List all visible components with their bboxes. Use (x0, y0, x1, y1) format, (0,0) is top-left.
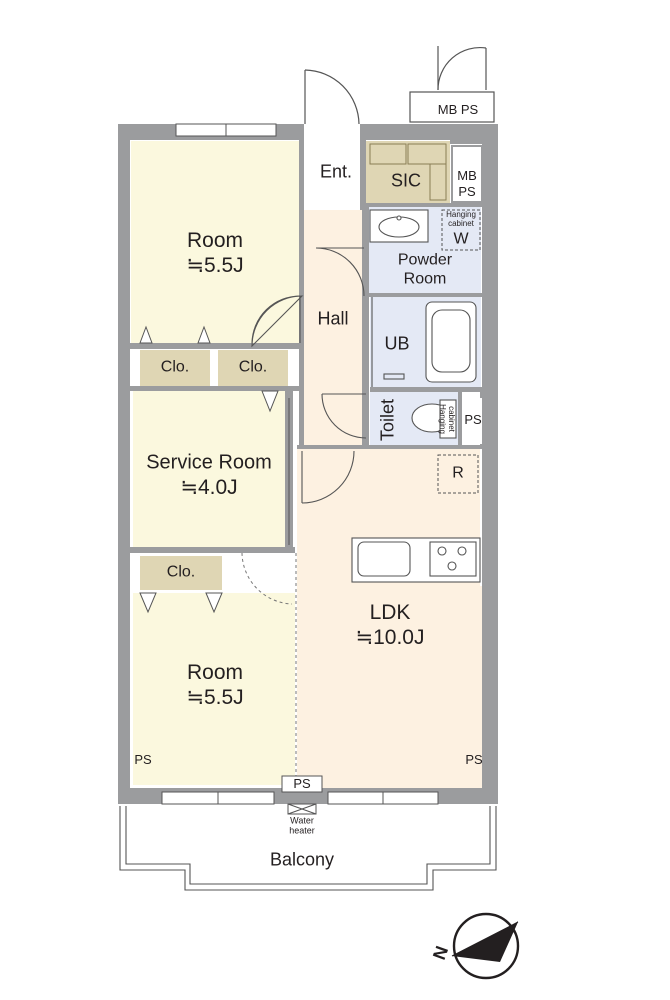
washer-space (441, 209, 481, 251)
closet-2-label: Clo. (238, 358, 268, 376)
closet-doors (139, 325, 290, 614)
ldk-area: ≒10.0J (355, 625, 425, 649)
closet-1-floor (140, 350, 210, 386)
outer-mbps (409, 46, 495, 123)
toilet-label: Toilet (377, 398, 398, 442)
service-room-floor (133, 391, 285, 547)
ps-toilet-label: PS (464, 412, 482, 428)
balcony-outline (119, 806, 497, 891)
water-heater-line2: heater (289, 825, 315, 836)
room-nw-area: ≒5.5J (186, 253, 244, 277)
hanging-cabinet-powder-line2: cabinet (448, 219, 474, 228)
sic-label: SIC (390, 170, 422, 191)
service-room-name: Service Room (146, 451, 272, 474)
toilet-fixture (411, 399, 457, 439)
powder-room-line2: Room (403, 270, 447, 288)
closet-1-label: Clo. (160, 358, 190, 376)
ldk-floor (297, 448, 482, 788)
room-nw-name: Room (186, 228, 244, 252)
balcony-label: Balcony (269, 849, 335, 870)
ldk-name: LDK (369, 600, 411, 624)
hanging-cabinet-powder-line1: Hanging (446, 210, 476, 219)
entrance-label: Ent. (319, 161, 353, 182)
closet-3-label: Clo. (166, 563, 196, 581)
hall-floor (302, 210, 362, 445)
water-heater-mark (287, 803, 317, 815)
ps-se-label: PS (465, 752, 483, 768)
sic-shelves (369, 143, 447, 201)
water-heater-line1: Water (290, 815, 314, 826)
ps-sw-label: PS (134, 752, 152, 768)
door-swings (251, 247, 367, 504)
powder-room-line1: Powder (397, 251, 453, 269)
windows (161, 123, 439, 805)
room-sw-area: ≒5.5J (186, 685, 244, 709)
hanging-cabinet-toilet-line2: cabinet (447, 406, 456, 432)
unit-bath-label: UB (384, 333, 410, 354)
mbps-inner-line2: PS (458, 184, 476, 200)
room-sw-name: Room (186, 660, 244, 684)
ps-bottom-box (281, 775, 323, 793)
washer-label: W (453, 230, 469, 248)
entrance-floor (304, 141, 360, 207)
room-sw-floor (133, 593, 295, 785)
fridge-label: R (452, 464, 464, 482)
entrance-door (304, 69, 360, 142)
hall-label: Hall (317, 308, 349, 329)
room-nw-floor (131, 141, 299, 343)
service-room-area: ≒4.0J (180, 475, 238, 499)
inner-mbps-box (451, 145, 483, 203)
fridge-space (437, 454, 479, 494)
compass-icon (451, 912, 520, 980)
closet-3-floor (140, 556, 222, 590)
mbps-outer-label: MB PS (437, 102, 479, 118)
compass-north-label: N (428, 943, 453, 963)
mbps-inner-line1: MB (457, 168, 477, 184)
kitchen-counter (351, 537, 481, 583)
ps-toilet-box (462, 398, 482, 444)
closet-2-floor (218, 350, 288, 386)
hanging-cabinet-toilet-line1: Hanging (438, 404, 447, 434)
bath-fixtures (371, 297, 477, 387)
ps-bottom-label: PS (293, 776, 311, 792)
washbasin (369, 209, 429, 243)
